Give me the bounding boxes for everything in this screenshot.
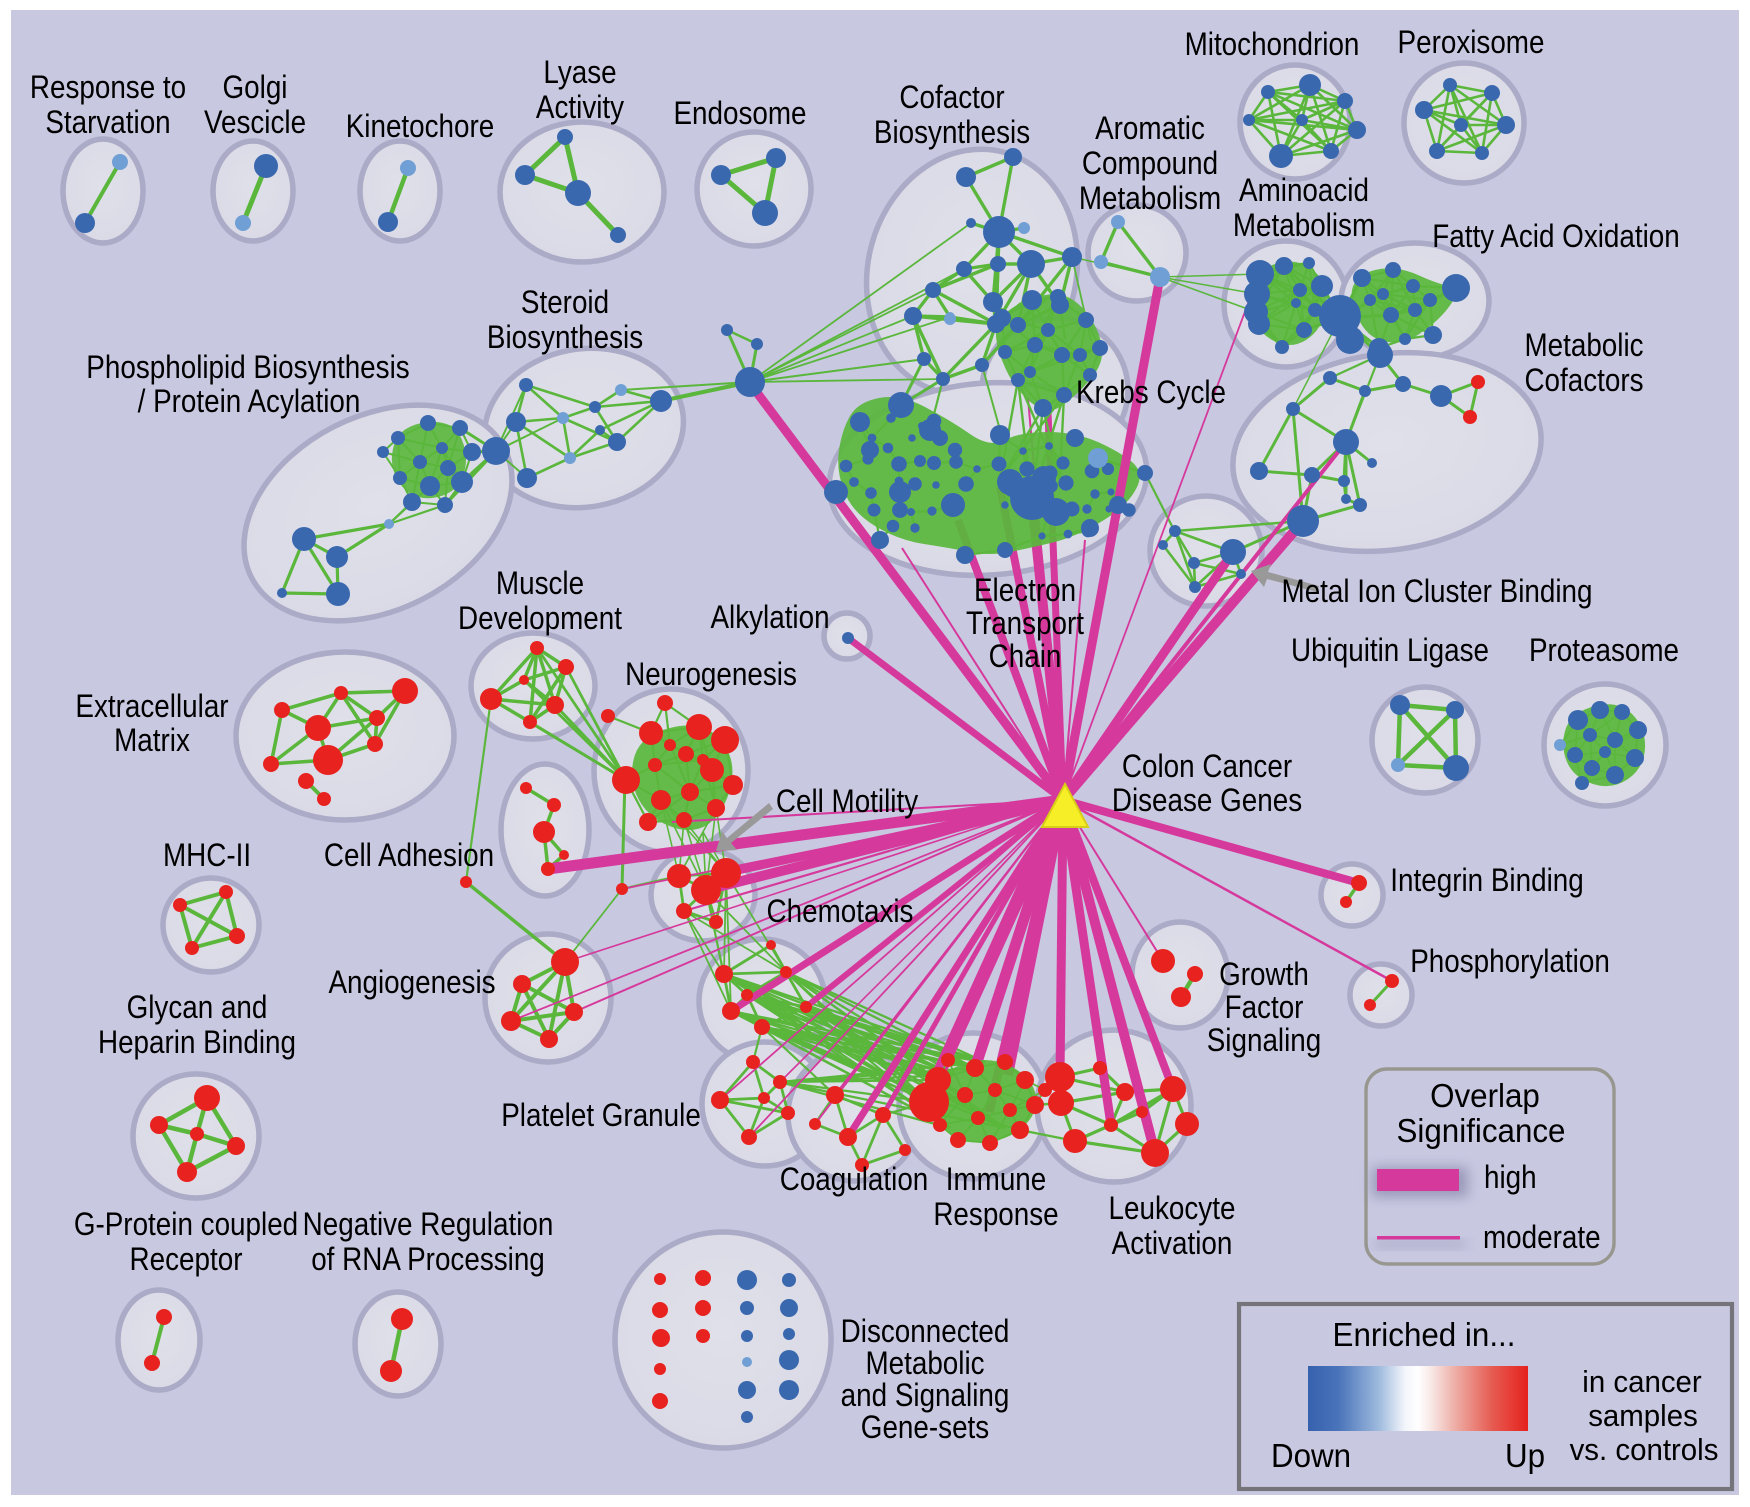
svg-text:Cofactors: Cofactors [1524, 363, 1643, 398]
svg-text:Phosphorylation: Phosphorylation [1410, 944, 1610, 979]
svg-text:Steroid: Steroid [521, 285, 609, 320]
svg-text:Lyase: Lyase [543, 55, 616, 90]
svg-text:Extracellular: Extracellular [75, 689, 228, 724]
svg-text:Electron: Electron [974, 573, 1076, 608]
svg-text:Up: Up [1505, 1437, 1545, 1474]
svg-text:Golgi: Golgi [223, 70, 288, 105]
svg-text:Biosynthesis: Biosynthesis [487, 320, 643, 355]
svg-text:Signaling: Signaling [1207, 1023, 1322, 1058]
svg-text:Down: Down [1271, 1437, 1351, 1474]
svg-text:Transport: Transport [966, 606, 1085, 641]
svg-text:Vescicle: Vescicle [204, 105, 306, 140]
svg-text:Heparin Binding: Heparin Binding [98, 1025, 296, 1060]
svg-text:Fatty Acid Oxidation: Fatty Acid Oxidation [1432, 219, 1680, 254]
svg-text:Overlap: Overlap [1430, 1077, 1540, 1114]
svg-text:moderate: moderate [1483, 1220, 1601, 1255]
svg-text:MHC-II: MHC-II [163, 838, 251, 873]
svg-text:G-Protein coupled: G-Protein coupled [74, 1207, 298, 1242]
svg-text:high: high [1484, 1160, 1537, 1195]
svg-text:/ Protein Acylation: / Protein Acylation [138, 384, 361, 419]
svg-text:Cell Motility: Cell Motility [776, 784, 918, 819]
svg-text:Metal Ion Cluster Binding: Metal Ion Cluster Binding [1282, 574, 1593, 609]
svg-text:Disease Genes: Disease Genes [1112, 783, 1302, 818]
svg-text:Endosome: Endosome [673, 96, 806, 131]
svg-text:Proteasome: Proteasome [1529, 633, 1679, 668]
svg-text:Muscle: Muscle [496, 566, 584, 601]
svg-text:Cell Adhesion: Cell Adhesion [324, 838, 494, 873]
svg-text:Cofactor: Cofactor [899, 80, 1004, 115]
svg-text:Angiogenesis: Angiogenesis [328, 965, 495, 1000]
svg-text:Starvation: Starvation [45, 105, 170, 140]
svg-text:Neurogenesis: Neurogenesis [625, 657, 797, 692]
svg-text:Metabolic: Metabolic [865, 1346, 984, 1381]
svg-text:Phospholipid Biosynthesis: Phospholipid Biosynthesis [86, 350, 409, 385]
svg-text:vs. controls: vs. controls [1570, 1433, 1719, 1467]
svg-text:Metabolism: Metabolism [1079, 181, 1221, 216]
svg-text:Immune: Immune [946, 1162, 1047, 1197]
svg-text:Kinetochore: Kinetochore [346, 109, 495, 144]
svg-text:Ubiquitin Ligase: Ubiquitin Ligase [1291, 633, 1489, 668]
svg-text:Peroxisome: Peroxisome [1398, 25, 1545, 60]
svg-text:Development: Development [458, 601, 623, 636]
svg-text:Gene-sets: Gene-sets [861, 1410, 989, 1445]
svg-text:Activity: Activity [536, 90, 624, 125]
svg-text:Colon Cancer: Colon Cancer [1122, 749, 1292, 784]
svg-text:samples: samples [1588, 1399, 1698, 1433]
svg-text:Disconnected: Disconnected [841, 1314, 1010, 1349]
svg-text:Leukocyte: Leukocyte [1109, 1191, 1236, 1226]
svg-text:Metabolic: Metabolic [1524, 328, 1643, 363]
svg-text:in cancer: in cancer [1582, 1365, 1701, 1399]
svg-text:Chemotaxis: Chemotaxis [767, 894, 914, 929]
svg-text:Negative Regulation: Negative Regulation [303, 1207, 554, 1242]
svg-text:Activation: Activation [1112, 1226, 1233, 1261]
svg-text:of RNA Processing: of RNA Processing [311, 1242, 545, 1277]
svg-text:Enriched in...: Enriched in... [1333, 1316, 1516, 1353]
svg-text:Platelet Granule: Platelet Granule [501, 1098, 701, 1133]
svg-text:Receptor: Receptor [130, 1242, 243, 1277]
svg-text:Krebs Cycle: Krebs Cycle [1076, 375, 1226, 410]
svg-text:Chain: Chain [989, 639, 1062, 674]
svg-text:Matrix: Matrix [114, 723, 190, 758]
svg-text:Significance: Significance [1397, 1112, 1566, 1149]
svg-text:Compound: Compound [1082, 146, 1218, 181]
svg-text:Factor: Factor [1225, 990, 1304, 1025]
svg-text:Aromatic: Aromatic [1095, 111, 1205, 146]
svg-text:and Signaling: and Signaling [841, 1378, 1010, 1413]
svg-text:Mitochondrion: Mitochondrion [1185, 27, 1360, 62]
svg-text:Response: Response [933, 1197, 1058, 1232]
svg-text:Glycan and: Glycan and [127, 990, 268, 1025]
svg-text:Metabolism: Metabolism [1233, 208, 1375, 243]
svg-text:Coagulation: Coagulation [780, 1162, 929, 1197]
svg-text:Aminoacid: Aminoacid [1239, 173, 1369, 208]
svg-text:Alkylation: Alkylation [710, 600, 829, 635]
svg-text:Response to: Response to [30, 70, 186, 105]
svg-text:Growth: Growth [1219, 957, 1309, 992]
svg-text:Biosynthesis: Biosynthesis [874, 115, 1030, 150]
svg-text:Integrin Binding: Integrin Binding [1390, 863, 1583, 898]
